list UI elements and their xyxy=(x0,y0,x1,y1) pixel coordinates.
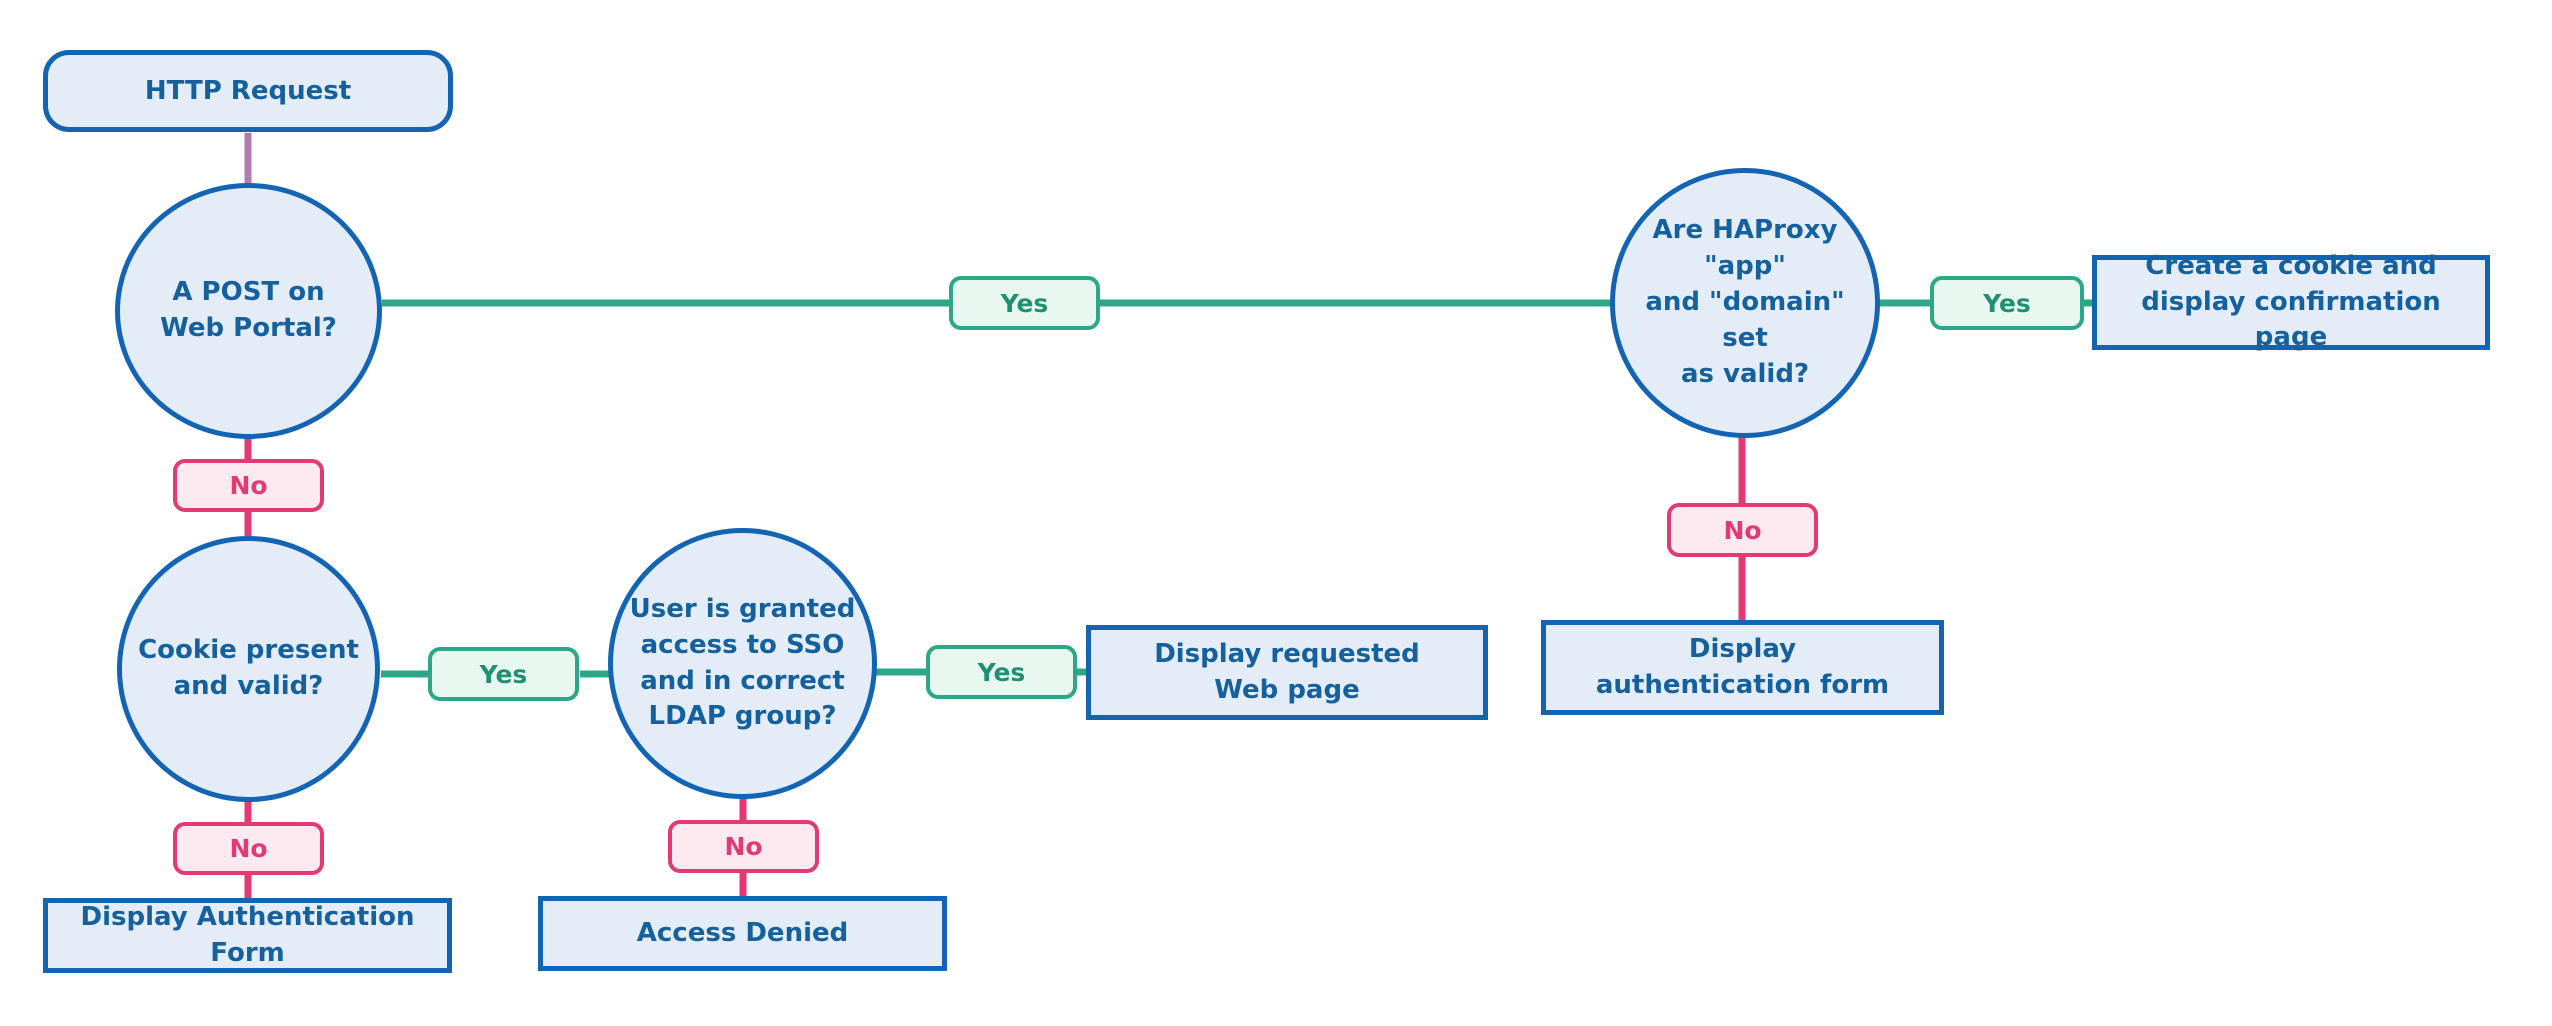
node-cookie-valid-line2: and valid? xyxy=(173,671,324,701)
node-post-web-portal-line1: A POST on xyxy=(172,277,325,308)
edge-label-haproxy-no: No xyxy=(1667,503,1818,557)
edge-label-ldap-yes-text: Yes xyxy=(977,657,1026,687)
node-ldap-group-line4: LDAP group? xyxy=(648,701,837,732)
edge-label-haproxy-yes-text: Yes xyxy=(1983,288,2031,318)
node-display-auth-form-left-label: Display Authentication Form xyxy=(80,901,415,968)
node-ldap-group-line3: and in correct xyxy=(640,665,845,696)
node-post-web-portal-line2: Web Portal? xyxy=(160,313,337,343)
edge-label-haproxy-no-text: No xyxy=(1723,515,1762,545)
edge-label-cookie-no-text: No xyxy=(229,834,268,863)
node-post-web-portal[interactable]: A POST on Web Portal? xyxy=(115,183,382,439)
node-create-cookie-line2: display confirmation page xyxy=(2141,286,2441,353)
edge-label-cookie-no: No xyxy=(173,822,324,875)
node-display-web-page[interactable]: Display requested Web page xyxy=(1086,625,1488,720)
edge-label-ldap-no-text: No xyxy=(724,832,763,861)
edge-label-post-yes-text: Yes xyxy=(1000,288,1049,318)
node-haproxy-valid-line3: as valid? xyxy=(1680,358,1810,389)
node-access-denied[interactable]: Access Denied xyxy=(538,896,947,971)
node-display-web-page-line2: Web page xyxy=(1214,674,1360,705)
edge-label-cookie-yes-text: Yes xyxy=(479,659,528,689)
edge-label-ldap-yes: Yes xyxy=(926,645,1077,699)
edge-label-post-no: No xyxy=(173,459,324,512)
node-cookie-valid-line1: Cookie present xyxy=(138,635,359,666)
node-access-denied-label: Access Denied xyxy=(636,917,849,948)
edge-label-ldap-no: No xyxy=(668,820,819,873)
node-display-web-page-line1: Display requested xyxy=(1154,638,1420,669)
node-display-auth-form-left[interactable]: Display Authentication Form xyxy=(43,898,452,973)
node-create-cookie[interactable]: Create a cookie and display confirmation… xyxy=(2092,251,2490,353)
node-http-request-label: HTTP Request xyxy=(144,76,352,106)
edge-label-post-yes: Yes xyxy=(949,276,1100,330)
node-display-auth-form-right-line2: authentication form xyxy=(1595,669,1890,700)
edge-label-haproxy-yes: Yes xyxy=(1930,276,2084,330)
node-http-request[interactable]: HTTP Request xyxy=(43,50,453,132)
node-haproxy-valid[interactable]: Are HAProxy "app" and "domain" set as va… xyxy=(1610,168,1880,438)
node-display-auth-form-right[interactable]: Display authentication form xyxy=(1541,620,1944,715)
node-display-auth-form-right-line1: Display xyxy=(1688,633,1797,664)
node-ldap-group-line2: access to SSO xyxy=(640,629,845,660)
node-ldap-group-line1: User is granted xyxy=(629,593,856,624)
node-cookie-valid[interactable]: Cookie present and valid? xyxy=(117,536,380,802)
node-ldap-group[interactable]: User is granted access to SSO and in cor… xyxy=(608,528,877,799)
node-haproxy-valid-line2: and "domain" set xyxy=(1645,287,1845,353)
edge-label-cookie-yes: Yes xyxy=(428,647,579,701)
node-create-cookie-line1: Create a cookie and xyxy=(2145,250,2437,281)
edge-label-post-no-text: No xyxy=(229,471,268,500)
node-haproxy-valid-line1: Are HAProxy "app" xyxy=(1652,215,1838,282)
